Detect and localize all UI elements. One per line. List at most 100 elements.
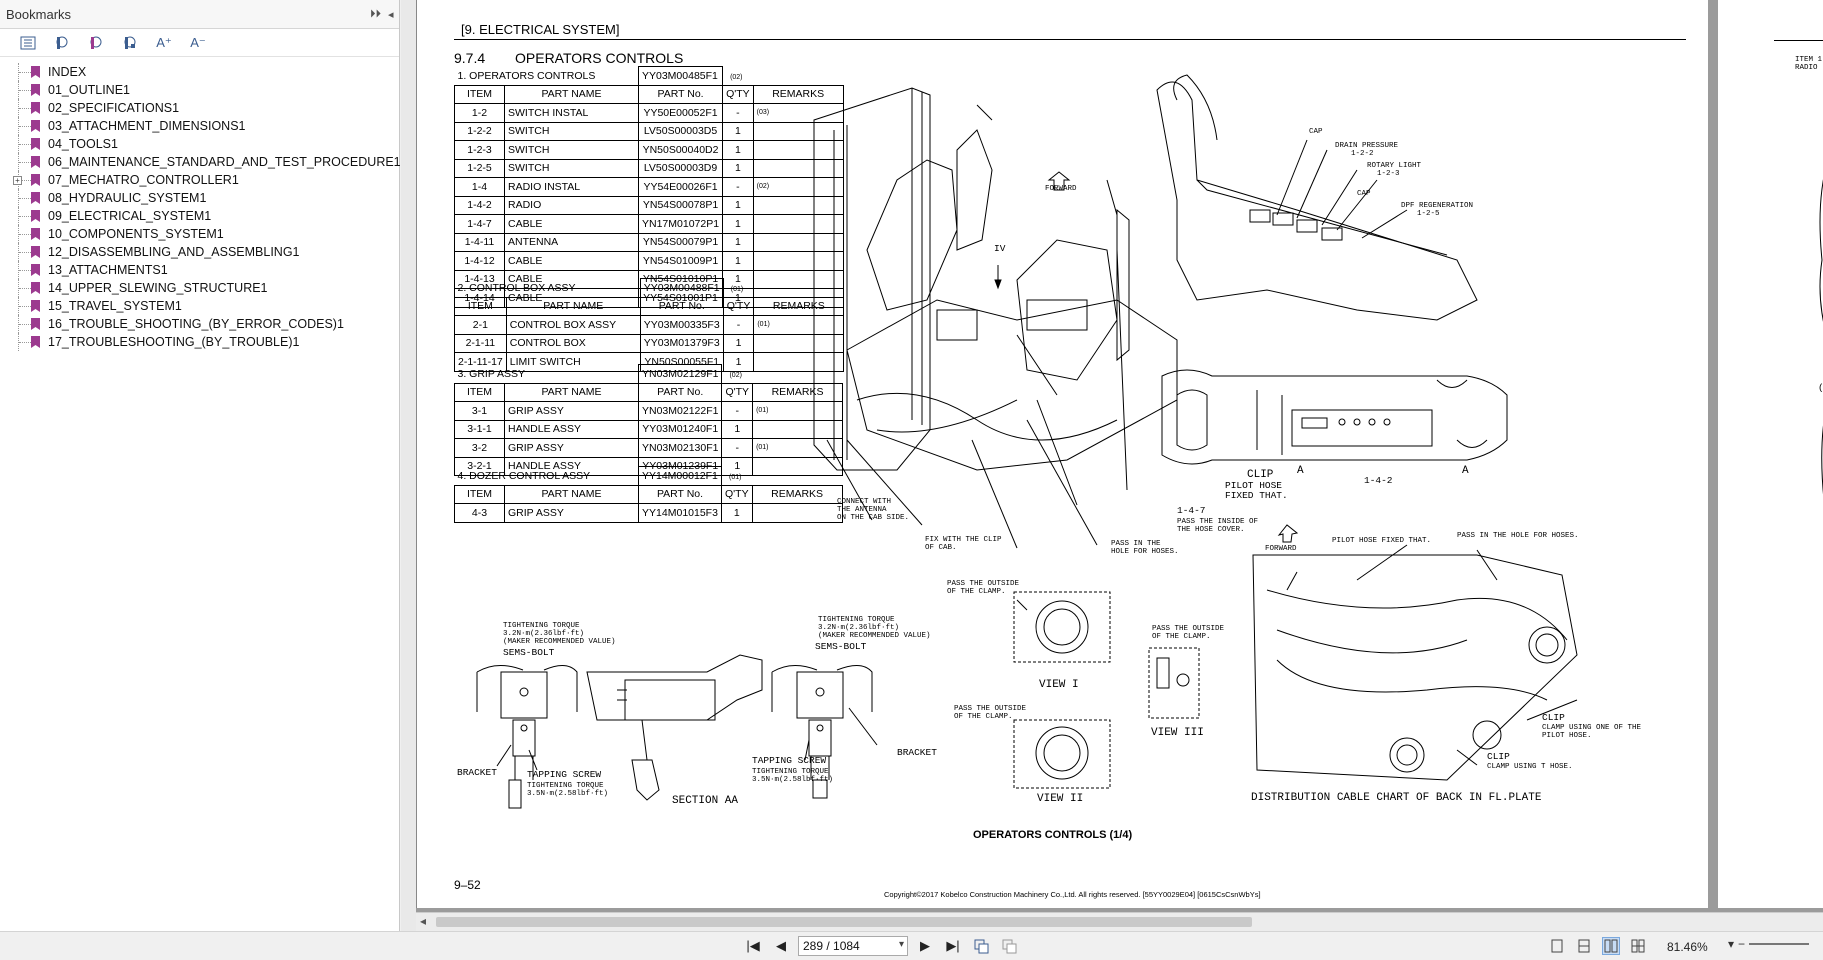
table-cell: 1-4 [454,177,505,197]
column-header: REMARKS [751,484,843,504]
next-page-icon[interactable]: ▶ [920,938,930,953]
bookmark-item[interactable]: 17_TROUBLESHOOTING_(BY_TROUBLE)1 [0,333,399,351]
table-cell: GRIP ASSY [504,438,639,458]
radio-panel-drawing [1161,369,1508,465]
two-page-continuous-icon[interactable] [1629,937,1647,955]
bookmark-item[interactable]: 04_TOOLS1 [0,135,399,153]
bookmark-item[interactable]: 12_DISASSEMBLING_AND_ASSEMBLING1 [0,243,399,261]
torque-label-line: 3.2N·m(2.36lbf·ft) [503,630,585,638]
close-panel-icon[interactable]: ◂ [388,9,394,21]
tap-torque-line: 3.5N·m(2.58lbf·ft) [527,790,609,798]
page-number-input[interactable]: 289 / 1084 [798,936,908,956]
bookmark-icon [31,174,40,186]
page-number: 9–52 [454,878,481,892]
bookmark-item[interactable]: INDEX [0,63,399,81]
table-cell: 1-4-12 [454,251,505,271]
revision-tag: (01) [730,285,744,293]
font-decrease-icon[interactable]: A⁻ [190,34,206,50]
tree-connector [18,135,32,153]
zoom-level[interactable]: 81.46% [1667,940,1708,954]
view-ii-label: VIEW II [1037,793,1084,805]
zoom-slider[interactable] [1749,943,1810,945]
bookmark-icon [31,192,40,204]
pass-hole-note: PASS IN THE HOLE FOR HOSES. [1111,540,1179,556]
clip-label-3: CLIP [1487,751,1510,762]
bookmark-item[interactable]: +07_MECHATRO_CONTROLLER1 [0,171,399,189]
tree-connector [18,315,32,333]
console-detail-drawing [1156,74,1478,321]
prev-page-icon[interactable]: ◀ [776,938,786,953]
table-cell: 1-2-5 [454,158,505,178]
bookmark-item[interactable]: 01_OUTLINE1 [0,81,399,99]
bookmark-item[interactable]: 10_COMPONENTS_SYSTEM1 [0,225,399,243]
column-header: PART No. [637,84,724,104]
bookmark-icon [31,228,40,240]
bookmark-label: 06_MAINTENANCE_STANDARD_AND_TEST_PROCEDU… [48,155,401,169]
bookmark-item[interactable]: 08_HYDRAULIC_SYSTEM1 [0,189,399,207]
table-cell: RADIO [504,195,639,215]
table-cell [751,503,843,523]
bookmark-item[interactable]: 02_SPECIFICATIONS1 [0,99,399,117]
bookmark-first-icon[interactable] [50,33,74,53]
zoom-out-icon[interactable]: − [1738,937,1746,951]
table-cell: 1-4-11 [454,232,505,252]
view-ii-drawing [1013,719,1111,789]
collapse-panel-icon[interactable]: ⏵⏵ [370,8,381,20]
tree-connector [18,99,32,117]
expand-icon[interactable]: + [13,176,22,185]
copyright-text: Copyright©2017 Kobelco Construction Mach… [884,890,1261,899]
table-cell: YN54S00078P1 [637,195,724,215]
bookmark-item[interactable]: 15_TRAVEL_SYSTEM1 [0,297,399,315]
bookmark-item[interactable]: 16_TROUBLE_SHOOTING_(BY_ERROR_CODES)1 [0,315,399,333]
first-page-icon[interactable]: |◀ [746,938,760,953]
bookmark-item[interactable]: 06_MAINTENANCE_STANDARD_AND_TEST_PROCEDU… [0,153,401,171]
bookmark-next-icon[interactable] [118,33,142,53]
torque-label-line: (MAKER RECOMMENDED VALUE) [818,632,931,640]
bookmark-icon [31,318,40,330]
bookmark-label: 14_UPPER_SLEWING_STRUCTURE1 [48,281,268,295]
clip-pilot-note: PILOT HOSE FIXED THAT. [1225,480,1288,501]
bookmark-item[interactable]: 13_ATTACHMENTS1 [0,261,399,279]
technical-drawings [476,74,1578,809]
tap-torque-label-right: TIGHTENING TORQUE 3.5N·m(2.58lbf·ft) [752,768,833,784]
next-page-rule [1774,40,1823,41]
paste-icon[interactable] [998,936,1020,956]
table-cell [752,158,844,178]
bookmark-label: 15_TRAVEL_SYSTEM1 [48,299,182,313]
scroll-left-icon[interactable]: ◂ [420,914,427,928]
tree-connector [18,189,32,207]
horizontal-scrollbar[interactable]: ◂ [416,912,1823,931]
scroll-thumb[interactable] [436,917,1252,927]
column-header: PART NAME [504,382,639,402]
last-page-icon[interactable]: ▶| [946,938,960,953]
document-viewer: [9. ELECTRICAL SYSTEM] 9.7.4 OPERATORS C… [416,0,1823,931]
bookmark-item[interactable]: 14_UPPER_SLEWING_STRUCTURE1 [0,279,399,297]
drain-pressure-item: 1-2-2 [1351,150,1374,158]
bookmark-icon [31,84,40,96]
two-page-icon[interactable] [1602,937,1620,955]
font-increase-icon[interactable]: A⁺ [156,34,172,50]
next-page-item-label: ITEM 1 [1795,56,1823,64]
bookmark-icon [31,102,40,114]
bookmark-item[interactable]: 03_ATTACHMENT_DIMENSIONS1 [0,117,399,135]
zoom-dropdown-icon[interactable]: ▾ [1728,937,1735,951]
single-page-icon[interactable] [1548,937,1566,955]
radio-item-label: 1-4-2 [1364,475,1393,486]
bookmark-label: 16_TROUBLE_SHOOTING_(BY_ERROR_CODES)1 [48,317,344,331]
table-part-no: YY03M00485F1 [637,66,724,86]
bookmark-item[interactable]: 09_ELECTRICAL_SYSTEM1 [0,207,399,225]
table-cell: 3-1-1 [454,419,505,439]
copy-icon[interactable] [970,936,992,956]
continuous-icon[interactable] [1575,937,1593,955]
bookmark-prev-icon[interactable] [84,33,108,53]
options-icon[interactable] [16,33,40,53]
panel-splitter[interactable] [401,0,416,931]
